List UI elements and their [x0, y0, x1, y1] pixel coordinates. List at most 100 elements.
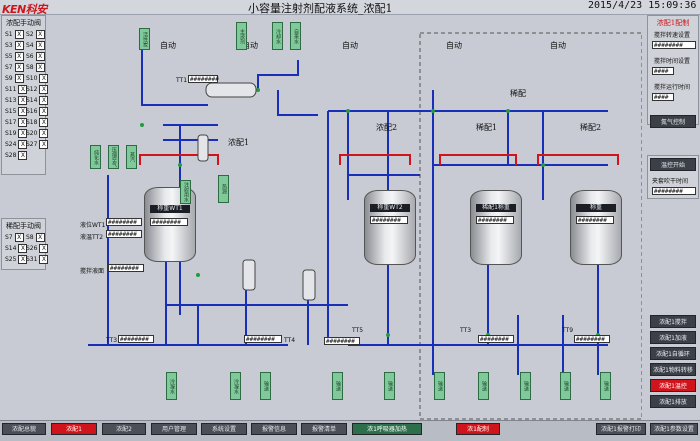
valve-checkbox[interactable]: X — [14, 233, 24, 242]
tag-steam[interactable]: 蒸汽 — [126, 145, 137, 169]
tag-condensate-2[interactable]: 冷凝水 — [230, 372, 241, 400]
tank-dil1[interactable] — [470, 190, 522, 265]
valve-checkbox[interactable]: X — [18, 96, 28, 105]
valve-checkbox[interactable]: X — [35, 30, 45, 39]
conc1-transfer-button[interactable]: 浓配1物料转移 — [650, 363, 696, 376]
valve-checkbox[interactable]: X — [39, 96, 49, 105]
tag-transfer-8[interactable]: 输送 — [600, 372, 611, 400]
nav-conc-overview[interactable]: 浓配总貌 — [2, 423, 46, 435]
conc1-alarm-print-button[interactable]: 浓配1报警打印 — [596, 423, 646, 435]
valve-checkbox[interactable]: X — [18, 129, 28, 138]
valve-checkbox[interactable]: X — [14, 41, 24, 50]
tag-transfer-1[interactable]: 输送 — [260, 372, 271, 400]
tag-tap-water[interactable]: 自来水 — [290, 22, 301, 50]
valve-checkbox[interactable]: X — [39, 118, 49, 127]
nav-user-mgmt[interactable]: 用户管理 — [151, 423, 197, 435]
valve-checkbox[interactable]: X — [18, 255, 28, 264]
valve-checkbox[interactable]: X — [39, 107, 49, 116]
valve-checkbox[interactable]: X — [14, 63, 24, 72]
tag-compressed-air[interactable]: 压缩空气 — [108, 145, 119, 169]
valve-checkbox[interactable]: X — [35, 233, 45, 242]
conc1-recirc-button[interactable]: 浓配1自循环 — [650, 347, 696, 360]
tag-cooling-water[interactable]: 冷却水 — [272, 22, 283, 50]
tag-purified-water[interactable]: 纯化水 — [90, 145, 101, 169]
nitrogen-control-button[interactable]: 氮气控制 — [650, 115, 696, 128]
nav-alarm-list[interactable]: 报警清单 — [301, 423, 347, 435]
tag-condensate-1[interactable]: 冷凝水 — [166, 372, 177, 400]
conc1-drain-button[interactable]: 浓配1排放 — [650, 395, 696, 408]
valve-checkbox[interactable]: X — [39, 85, 49, 94]
tag-transfer-6[interactable]: 输送 — [520, 372, 531, 400]
tag-water-injection[interactable]: 注射用水 — [180, 180, 191, 204]
tag-transfer-3[interactable]: 输送 — [384, 372, 395, 400]
tag-transfer-4[interactable]: 输送 — [434, 372, 445, 400]
valve-checkbox[interactable]: X — [39, 74, 49, 83]
stir-speed-value[interactable]: ######## — [652, 41, 696, 49]
valve-checkbox[interactable]: X — [18, 85, 28, 94]
valve-checkbox[interactable]: X — [35, 63, 45, 72]
jacket-dry-time-value[interactable]: ######## — [652, 187, 696, 195]
valve-checkbox[interactable]: X — [18, 151, 28, 160]
valve-checkbox[interactable]: X — [18, 107, 28, 116]
valve-checkbox[interactable]: X — [14, 30, 24, 39]
valve-checkbox[interactable]: X — [14, 74, 24, 83]
tag-transfer-7[interactable]: 输送 — [560, 372, 571, 400]
nav-conc1[interactable]: 浓配1 — [51, 423, 97, 435]
valve-checkbox[interactable]: X — [18, 140, 28, 149]
valve-checkbox[interactable]: X — [18, 118, 28, 127]
conc1-breather-heat-button[interactable]: 浓1呼吸器加热 — [352, 423, 422, 435]
nav-alarm-info[interactable]: 报警信息 — [251, 423, 297, 435]
conc1-stir-button[interactable]: 浓配1搅拌 — [650, 315, 696, 328]
valve-checkbox[interactable]: X — [35, 52, 45, 61]
tank-dil2[interactable] — [570, 190, 622, 265]
valve-checkbox[interactable]: X — [39, 140, 49, 149]
nav-conc2[interactable]: 浓配2 — [102, 423, 146, 435]
valve-checkbox[interactable]: X — [14, 52, 24, 61]
valve-checkbox[interactable]: X — [18, 244, 28, 253]
tag-main-liquid[interactable]: 主液剂 — [236, 22, 247, 50]
conc1-param-settings-button[interactable]: 浓配1参数设置 — [650, 423, 698, 435]
valve-checkbox[interactable]: X — [39, 244, 49, 253]
temp-control-start-button[interactable]: 温控开始 — [650, 158, 696, 171]
nav-system-settings[interactable]: 系统设置 — [201, 423, 247, 435]
conc1-feed-button[interactable]: 浓配1加液 — [650, 331, 696, 344]
valve-checkbox[interactable]: X — [39, 255, 49, 264]
tag-activated-carbon[interactable]: 活性炭 — [139, 28, 150, 50]
tag-heat-source[interactable]: 热源 — [218, 175, 229, 203]
conc1-temp-button[interactable]: 浓配1温控 — [650, 379, 696, 392]
tag-transfer-2[interactable]: 输送 — [332, 372, 343, 400]
tag-transfer-5[interactable]: 输送 — [478, 372, 489, 400]
valve-checkbox[interactable]: X — [35, 41, 45, 50]
stir-time-value[interactable]: #### — [652, 67, 674, 75]
valve-checkbox[interactable]: X — [39, 129, 49, 138]
